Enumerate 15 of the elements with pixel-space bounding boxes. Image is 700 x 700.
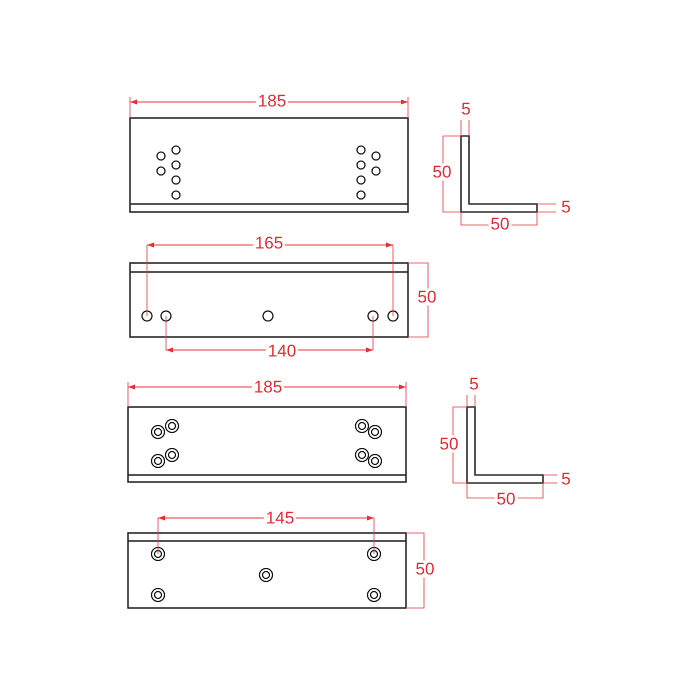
dimension-value: 50 xyxy=(430,164,454,180)
dimension-value: 185 xyxy=(252,378,284,396)
dimension-value: 140 xyxy=(266,342,298,360)
dimension-value: 50 xyxy=(414,560,436,578)
dimension-value: 5 xyxy=(559,470,573,488)
dimension-value: 50 xyxy=(416,288,438,306)
dimension-value: 5 xyxy=(559,198,573,216)
dimension-value: 50 xyxy=(494,490,518,508)
dimension-value: 50 xyxy=(438,436,460,452)
dimension-value: 5 xyxy=(459,100,473,118)
dimension-value: 5 xyxy=(467,376,481,392)
dimension-value: 165 xyxy=(252,234,286,252)
dimension-value: 145 xyxy=(264,510,296,526)
dimension-value: 50 xyxy=(488,216,512,232)
dimension-value: 185 xyxy=(256,92,288,110)
